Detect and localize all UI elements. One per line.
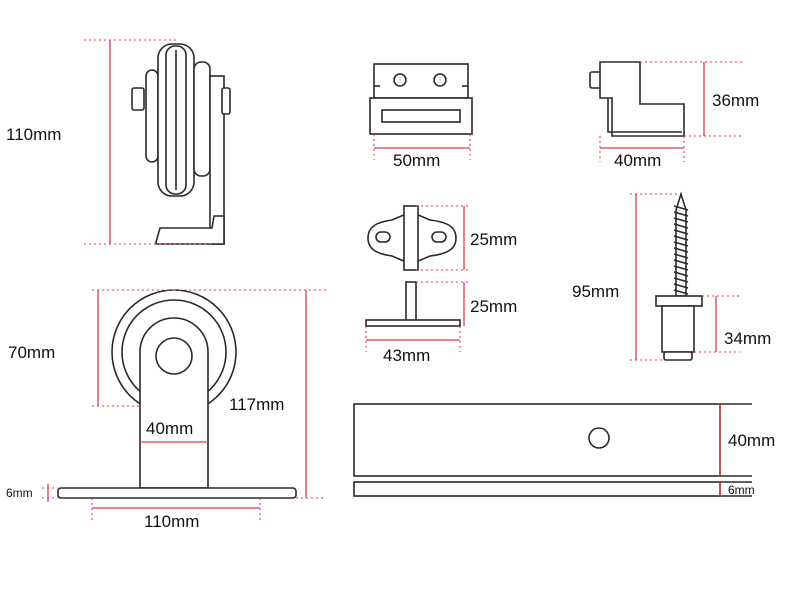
spacer-length-label: 34mm [724, 329, 771, 348]
wheel-diameter-label: 70mm [8, 343, 55, 362]
floor-guide-height-dimension: 25mm [416, 205, 517, 271]
stop-height-label: 36mm [712, 91, 759, 110]
roller-side-view [131, 43, 231, 245]
wheel-diameter-dimension: 70mm [8, 289, 174, 407]
hanger-bracket [369, 63, 473, 135]
stop-width-label: 40mm [614, 151, 661, 170]
plate-thickness-dimension: 6mm [6, 484, 58, 502]
rail-thickness-label: 6mm [728, 483, 755, 497]
guide-width-dimension: 43mm [365, 326, 461, 365]
guide-height-label: 25mm [470, 230, 517, 249]
screw-length-label: 95mm [572, 282, 619, 301]
floor-guide-post-view [365, 281, 461, 327]
hanger-width-label: 50mm [393, 151, 440, 170]
roller-side-height-dimension: 110mm [6, 39, 212, 245]
hanger-width-dimension: 50mm [373, 134, 471, 170]
rail-height-label: 40mm [728, 431, 775, 450]
guide-post-height-label: 25mm [470, 297, 517, 316]
rail-thickness-dimension: 6mm [719, 482, 755, 497]
plate-width-dimension: 110mm [91, 498, 261, 531]
stop-height-dimension: 36mm [640, 61, 759, 137]
guide-post-height-dimension: 25mm [416, 281, 517, 326]
rail-height-dimension: 40mm [719, 404, 775, 476]
stop-width-dimension: 40mm [599, 136, 685, 170]
bracket-width-label: 40mm [146, 419, 193, 438]
wheel-side-height-label: 110mm [6, 125, 61, 144]
roller-height-label: 117mm [229, 395, 284, 414]
plate-thickness-label: 6mm [6, 486, 33, 500]
lag-screw [655, 191, 703, 361]
guide-width-label: 43mm [383, 346, 430, 365]
bracket-width-dimension: 40mm [140, 419, 208, 443]
plate-width-label: 110mm [144, 512, 199, 531]
track-rail [353, 403, 752, 497]
spacer-length-dimension: 34mm [694, 295, 771, 353]
stop-block [589, 61, 685, 137]
roller-height-dimension: 117mm [174, 289, 326, 499]
roller-front-view [57, 289, 297, 499]
floor-guide-top-view [367, 205, 457, 271]
screw-length-dimension: 95mm [572, 193, 680, 361]
